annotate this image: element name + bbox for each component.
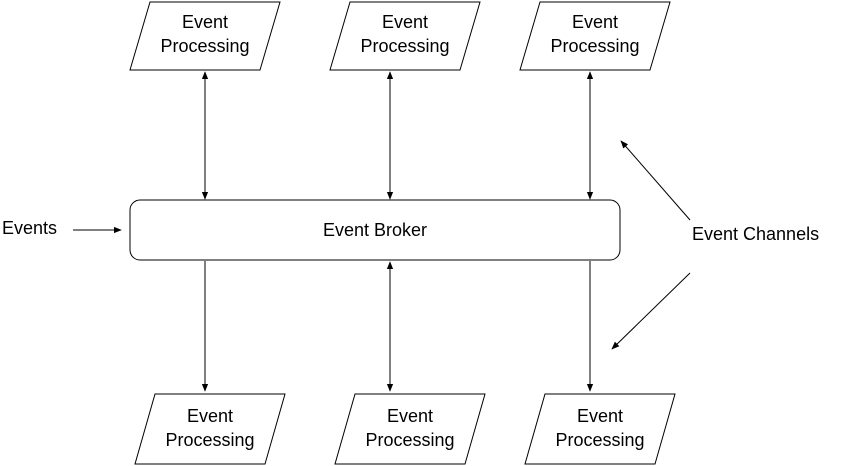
node-label-line2: Processing [360, 36, 449, 56]
node-label-line1: Event [382, 12, 428, 32]
parallelogram-shape [334, 393, 486, 465]
parallelogram-shape [129, 1, 281, 71]
parallelogram-shape [329, 1, 481, 71]
node-label-line2: Processing [365, 430, 454, 450]
event-channels-pointer-down [611, 272, 691, 350]
node-label-line1: Event [577, 406, 623, 426]
node-label-line1: Event [187, 406, 233, 426]
event-channels-label: Event Channels [692, 224, 819, 244]
node-label-line1: Event [182, 12, 228, 32]
node-label-line2: Processing [555, 430, 644, 450]
parallelogram-shape [524, 393, 676, 465]
processing-node-top-1: Event Processing [129, 1, 281, 71]
processing-node-bottom-2: Event Processing [334, 393, 486, 465]
event-broker-box [129, 199, 621, 261]
node-label-line2: Processing [165, 430, 254, 450]
event-broker-label: Event Broker [323, 220, 427, 240]
node-label-line2: Processing [550, 36, 639, 56]
node-label-line1: Event [572, 12, 618, 32]
parallelogram-shape [134, 393, 286, 465]
node-label-line1: Event [387, 406, 433, 426]
parallelogram-shape [519, 1, 671, 71]
event-channels-pointer-up [620, 140, 691, 221]
processing-node-top-3: Event Processing [519, 1, 671, 71]
event-broker-node: Event Broker [129, 199, 621, 261]
node-label-line2: Processing [160, 36, 249, 56]
processing-node-bottom-1: Event Processing [134, 393, 286, 465]
processing-node-bottom-3: Event Processing [524, 393, 676, 465]
events-input-label: Events [2, 218, 57, 238]
processing-node-top-2: Event Processing [329, 1, 481, 71]
